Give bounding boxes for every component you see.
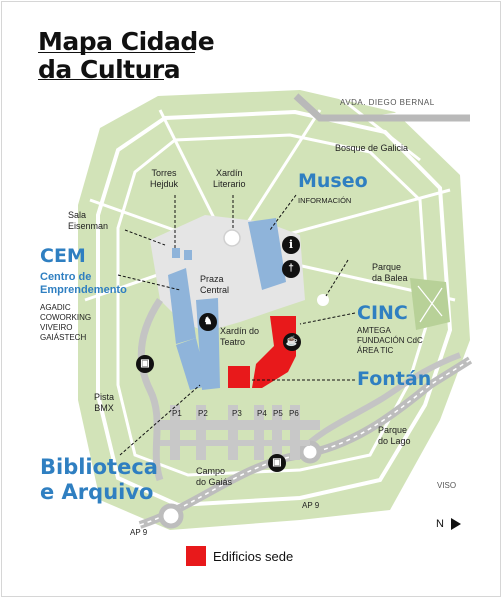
parque-balea-line-1: Parque xyxy=(372,262,402,272)
parking-p2: P2 xyxy=(198,409,208,418)
north-label: N xyxy=(436,518,444,530)
title-underline-2 xyxy=(38,79,164,80)
title-line-1: Mapa Cidade xyxy=(38,27,215,56)
parking-p4: P4 xyxy=(257,409,267,418)
cem-list-item: GAIÁSTECH xyxy=(40,333,87,342)
cinc-building xyxy=(252,316,296,388)
bus-icon[interactable]: ▣ xyxy=(136,355,154,373)
ap9-right-label: AP 9 xyxy=(302,501,320,510)
museo-building xyxy=(248,218,286,290)
fontan-title: Fontán xyxy=(357,368,432,390)
parque-balea-field xyxy=(410,278,450,330)
pista-label: Pista BMX xyxy=(94,392,114,414)
cem-list-item: COWORKING xyxy=(40,313,92,322)
pista-line-2: BMX xyxy=(94,403,114,413)
parking-stripes xyxy=(170,405,300,460)
balea-circle xyxy=(317,294,329,306)
bmx-road xyxy=(137,298,164,482)
parking-lower-road xyxy=(160,440,310,446)
map-title: Mapa Cidade da Cultura xyxy=(38,27,215,84)
parque-lago-label: Parque do Lago xyxy=(378,425,411,447)
biblioteca-title: Biblioteca e Arquivo xyxy=(40,455,158,505)
roundabout-left xyxy=(158,503,184,529)
sala-line-2: Eisenman xyxy=(68,221,109,231)
campo-label: Campo do Gaiás xyxy=(196,466,232,488)
cem-list-item: VIVEIRO xyxy=(40,323,73,332)
fontan-building xyxy=(228,366,250,388)
title-underline xyxy=(38,52,195,53)
coffee-icon[interactable]: ☕ xyxy=(283,333,301,351)
avenue-road xyxy=(293,93,470,122)
sala-label: Sala Eisenman xyxy=(68,210,108,232)
parking-p3: P3 xyxy=(232,409,242,418)
torres-line-2: Hejduk xyxy=(150,179,179,189)
pista-line-1: Pista xyxy=(94,392,115,402)
avenue-label: AVDA. DIEGO BERNAL xyxy=(340,98,435,107)
xardin-literario-circle xyxy=(223,229,241,247)
parking-p6: P6 xyxy=(289,409,299,418)
praza-line-2: Central xyxy=(200,285,230,295)
xardin-teatro-line-1: Xardín do xyxy=(220,326,260,336)
cinc-list-item: AMTEGA xyxy=(357,326,391,335)
campo-line-2: do Gaiás xyxy=(196,477,233,487)
leader-lines xyxy=(117,194,356,456)
cinc-list-item: FUNDACIÓN CdC xyxy=(357,336,423,345)
accessibility-icon[interactable]: ♞ xyxy=(199,313,217,331)
legend-label: Edificios sede xyxy=(213,549,294,564)
parque-balea-label: Parque da Balea xyxy=(372,262,408,284)
cem-list-item: AGADIC xyxy=(40,303,71,312)
parque-balea-line-2: da Balea xyxy=(372,273,408,283)
cem-subtitle: Centro de Emprendemento xyxy=(40,271,127,297)
xardin-teatro-line-2: Teatro xyxy=(220,337,246,347)
parque-lago-line-2: do Lago xyxy=(378,436,411,446)
cinc-title: CINC xyxy=(357,302,408,324)
torres-hejduk xyxy=(172,248,180,258)
north-arrow-icon xyxy=(451,518,461,530)
campus-inner-ring xyxy=(96,109,453,508)
viso-label: VISO xyxy=(437,481,457,490)
xardin-literario-label: Xardín Literario xyxy=(213,168,246,190)
ap9-left-label: AP 9 xyxy=(130,528,148,537)
biblioteca-line-2: e Arquivo xyxy=(40,480,154,504)
legend-swatch xyxy=(186,546,206,566)
info-icon[interactable]: i xyxy=(282,236,300,254)
bosque-label: Bosque de Galicia xyxy=(335,143,409,153)
torres-label: Torres Hejduk xyxy=(150,168,178,190)
cinc-list: AMTEGA FUNDACIÓN CdC ÁREA TIC xyxy=(357,326,423,356)
bus-icon[interactable]: ▣ xyxy=(268,454,286,472)
torres-line-1: Torres xyxy=(151,168,177,178)
parque-lago-line-1: Parque xyxy=(378,425,408,435)
title-line-2: da Cultura xyxy=(38,55,181,84)
cem-title: CEM xyxy=(40,245,86,267)
sala-line-1: Sala xyxy=(68,210,87,220)
cinc-list-item: ÁREA TIC xyxy=(357,346,394,355)
cem-list: AGADIC COWORKING VIVEIRO GAIÁSTECH xyxy=(40,303,91,343)
cem-subtitle-2: Emprendemento xyxy=(40,284,127,296)
cem-building xyxy=(168,268,196,344)
parking-p5: P5 xyxy=(273,409,283,418)
cem-subtitle-1: Centro de xyxy=(40,271,92,283)
praza-line-1: Praza xyxy=(200,274,224,284)
parking-p1: P1 xyxy=(172,409,182,418)
museo-title: Museo xyxy=(298,170,368,192)
torres-hejduk-2 xyxy=(184,250,192,260)
restaurant-icon[interactable]: † xyxy=(282,260,300,278)
xardin-literario-line-1: Xardín xyxy=(215,168,243,178)
biblioteca-building xyxy=(176,338,208,390)
praza-label: Praza Central xyxy=(200,274,229,296)
xardin-literario-line-2: Literario xyxy=(213,179,246,189)
museo-sub: INFORMACIÓN xyxy=(298,196,352,205)
parking-base xyxy=(160,420,320,430)
campo-line-1: Campo xyxy=(196,466,226,476)
biblioteca-line-1: Biblioteca xyxy=(40,455,158,479)
lower-loop-road xyxy=(297,352,462,455)
xardin-teatro-label: Xardín do Teatro xyxy=(220,326,259,348)
